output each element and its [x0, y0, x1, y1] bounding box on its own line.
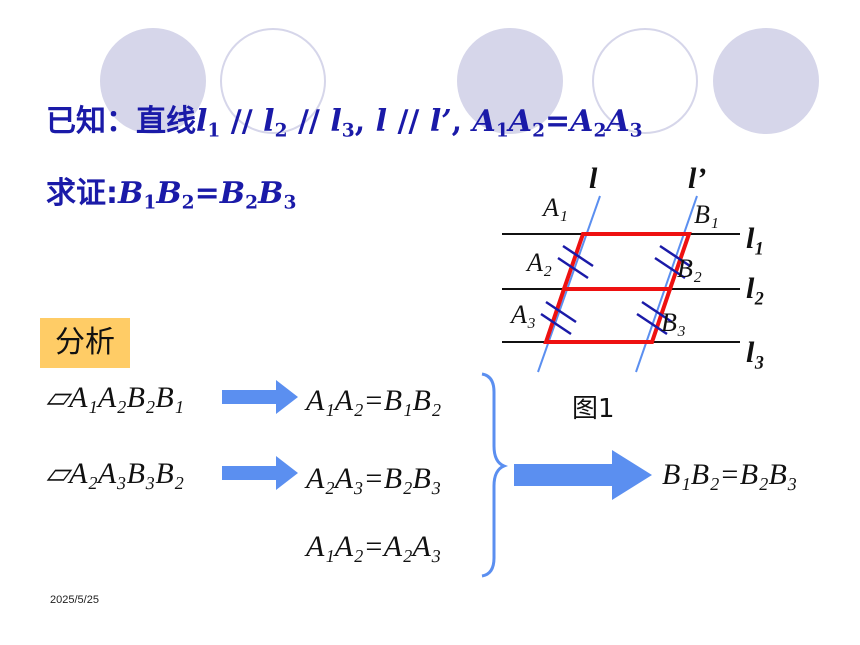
label-l2: l₂ [746, 272, 765, 305]
decor-circle-4 [592, 28, 698, 134]
decor-circle-2 [220, 28, 326, 134]
line-l-prime [635, 195, 698, 373]
analysis-label: 分析 [40, 318, 130, 368]
row1-result: A₁A₂=B₁B₂ [306, 384, 442, 417]
conclusion: B₁B₂=B₂B₃ [662, 458, 798, 491]
label-l1: l₁ [746, 222, 765, 255]
row3-result: A₁A₂=A₂A₃ [306, 530, 442, 563]
parallelogram-bottom [543, 287, 673, 344]
tick-mark [557, 256, 589, 280]
label-A3: A₃ [511, 300, 536, 329]
brace [481, 372, 509, 578]
decor-circle-5 [713, 28, 819, 134]
arrow-conclusion [514, 450, 652, 500]
decor-circle-1 [100, 28, 206, 134]
label-B1: B₁ [694, 200, 719, 229]
figure-caption: 图1 [572, 394, 615, 424]
tick-mark [654, 256, 686, 280]
label-line-l: l [589, 162, 598, 195]
arrow-row-2 [222, 456, 298, 490]
prove-statement: 求证:B1B2=B2B3 [46, 176, 297, 214]
tick-mark [641, 300, 673, 324]
tick-mark [659, 244, 691, 268]
tick-mark [545, 300, 577, 324]
row1-parallelogram: ▱A₁A₂B₂B₁ [46, 381, 185, 414]
decor-circle-3 [457, 28, 563, 134]
arrow-row-1 [222, 380, 298, 414]
label-B2: B₂ [677, 254, 702, 283]
tick-mark [562, 244, 594, 268]
given-statement: 已知：直线l1 // l2 // l3, l // l’, A1A2=A2A3 [46, 104, 643, 142]
date-stamp: 2025/5/25 [50, 594, 99, 606]
label-l3: l₃ [746, 336, 765, 369]
label-A1: A₁ [543, 193, 568, 222]
tick-mark [636, 312, 668, 336]
label-A2: A₂ [527, 248, 552, 277]
tick-mark [540, 312, 572, 336]
row2-result: A₂A₃=B₂B₃ [306, 462, 442, 495]
label-line-l-prime: l’ [688, 162, 707, 195]
row2-parallelogram: ▱A₂A₃B₃B₂ [46, 457, 185, 490]
label-B3: B₃ [661, 308, 686, 337]
